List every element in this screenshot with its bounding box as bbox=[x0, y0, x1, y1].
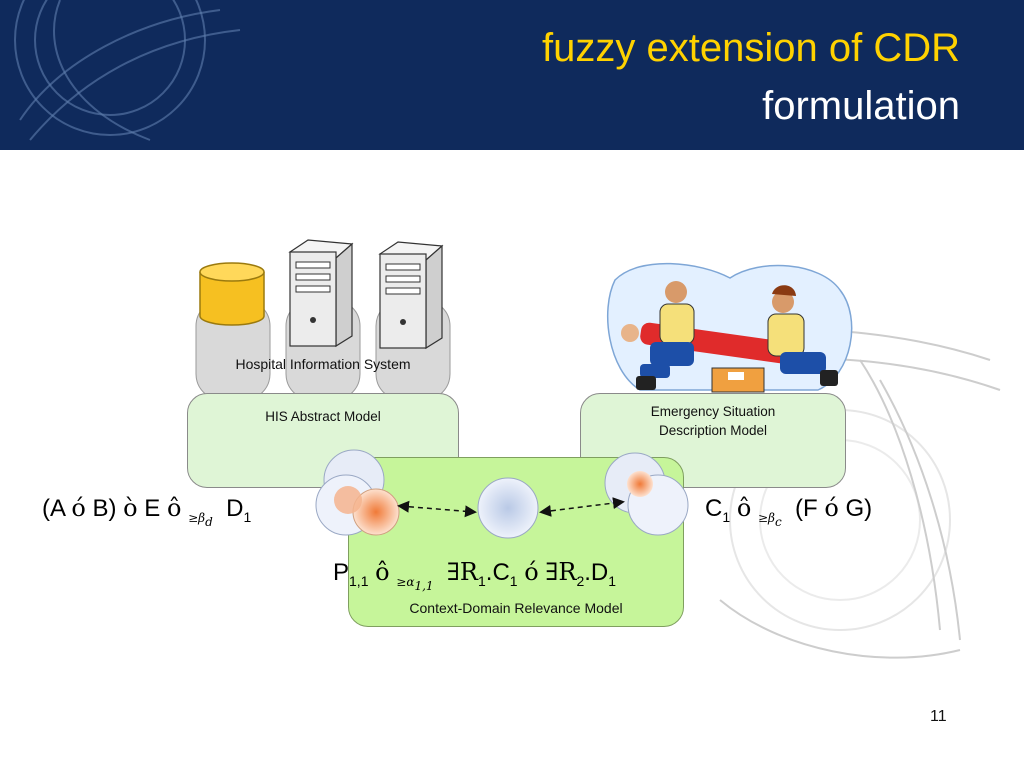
his-abstract-model-label: HIS Abstract Model bbox=[265, 409, 381, 424]
emergency-model-label-line1: Emergency Situation bbox=[650, 404, 776, 419]
his-formula: (A ó B) ò E ô ≥βd D1 bbox=[42, 494, 252, 529]
slide-header: fuzzy extension of CDR formulation bbox=[0, 0, 1024, 150]
es-concept-circles bbox=[604, 452, 689, 536]
slide-subtitle: formulation bbox=[762, 84, 960, 128]
es-formula: C1 ô ≥βc (F ó G) bbox=[705, 494, 873, 529]
page-number: 11 bbox=[930, 708, 947, 725]
cdr-concept-circle bbox=[477, 477, 539, 539]
his-label: Hospital Information System bbox=[235, 356, 411, 372]
cdr-formula: P1,1 ô ≥α1,1 ∃R1.C1 ó ∃R2.D1 bbox=[333, 558, 617, 593]
server-icon bbox=[378, 241, 444, 350]
emergency-scene-icon bbox=[606, 262, 853, 393]
server-icon bbox=[288, 239, 354, 348]
swirl-logo-icon bbox=[14, 0, 241, 141]
his-concept-circles bbox=[315, 449, 400, 536]
emergency-model-label-line2: Description Model bbox=[658, 423, 768, 438]
right-dashed-arrow bbox=[539, 497, 625, 517]
slide-title: fuzzy extension of CDR bbox=[542, 26, 960, 70]
left-dashed-arrow bbox=[397, 500, 477, 518]
cdr-model-label: Context-Domain Relevance Model bbox=[409, 600, 623, 616]
database-icon bbox=[199, 262, 265, 326]
